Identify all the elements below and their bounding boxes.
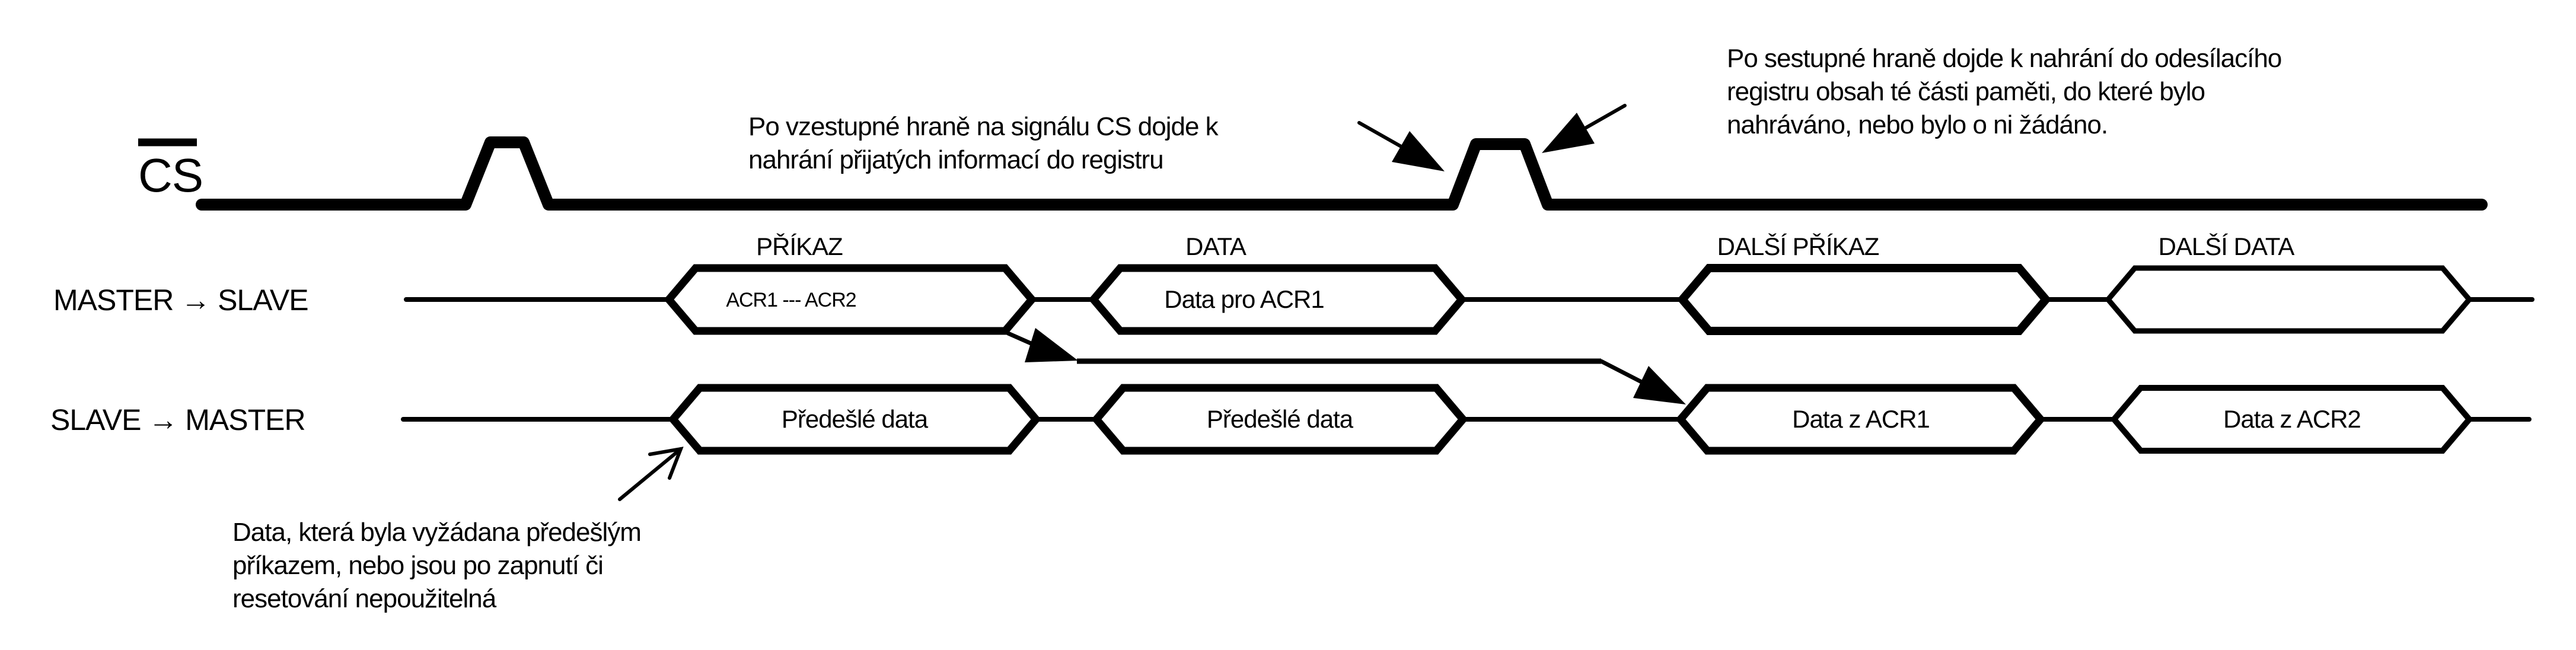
annotation-line: Po sestupné hraně dojde k nahrání do ode… <box>1727 44 2281 73</box>
cs-waveform <box>196 136 2488 211</box>
slave-hex-value-3: Data z ACR1 <box>1792 405 1930 433</box>
annotation-cs-falling: Po sestupné hraně dojde k nahrání do ode… <box>1727 44 2282 139</box>
command-to-response-connector <box>1006 328 1686 404</box>
arrowhead-icon <box>1542 113 1595 153</box>
slave-hex-value-2: Předešlé data <box>1207 405 1354 433</box>
master-hex-value-2: Data pro ACR1 <box>1164 285 1324 313</box>
connector-end-arrowhead-icon <box>1633 366 1686 404</box>
annotation-previous-data-arrow <box>618 447 684 501</box>
slave-hex-value-4: Data z ACR2 <box>2223 405 2361 433</box>
segment-title-prikaz: PŘÍKAZ <box>756 232 843 260</box>
annotation-cs-rising-arrow <box>1357 121 1445 171</box>
slave-hex-data-z-acr1 <box>1675 384 2046 455</box>
annotation-cs-falling-arrow <box>1542 104 1627 153</box>
master-hex-data <box>1088 264 1467 335</box>
segment-title-dalsi-prikaz: DALŠÍ PŘÍKAZ <box>1717 232 1879 260</box>
master-hex-dalsi-data <box>2105 265 2473 334</box>
slave-hex-value-1: Předešlé data <box>782 405 929 433</box>
annotation-line: nahráváno, nebo bylo o ni žádáno. <box>1727 110 2108 139</box>
arrowhead-icon <box>1392 131 1445 171</box>
cs-signal-label: CS <box>138 149 203 202</box>
arrow-shaft <box>618 447 683 501</box>
arrow-shaft <box>1357 121 1406 150</box>
slave-to-master-label: SLAVE → MASTER <box>50 403 305 436</box>
connector-diagonal <box>1599 359 1646 385</box>
annotation-line: příkazem, nebo jsou po zapnutí či <box>232 551 603 580</box>
slave-hex-data-z-acr2 <box>2110 385 2473 454</box>
master-hex-prikaz <box>664 264 1037 335</box>
open-arrowhead-icon <box>648 447 684 480</box>
segment-title-data: DATA <box>1185 232 1246 260</box>
annotation-line: nahrání přijatých informací do registru <box>748 145 1163 174</box>
segment-title-dalsi-data: DALŠÍ DATA <box>2159 232 2295 260</box>
slave-hex-predesle-1 <box>668 384 1041 455</box>
master-hex-value-1: ACR1 --- ACR2 <box>726 289 856 311</box>
slave-hex-predesle-2 <box>1091 384 1468 455</box>
arrow-shaft <box>1580 104 1627 132</box>
annotation-line: Po vzestupné hraně na signálu CS dojde k <box>748 112 1219 141</box>
connector-mid-arrowhead-icon <box>1025 328 1078 362</box>
annotation-line: Data, která byla vyžádana předešlým <box>232 518 641 547</box>
annotation-previous-data: Data, která byla vyžádana předešlým přík… <box>232 518 642 613</box>
annotation-cs-rising: Po vzestupné hraně na signálu CS dojde k… <box>748 112 1220 174</box>
annotation-line: registru obsah té části paměti, do které… <box>1727 77 2205 106</box>
annotation-line: resetování nepoužitelná <box>232 584 497 613</box>
master-hex-dalsi-prikaz <box>1676 264 2052 335</box>
master-to-slave-label: MASTER → SLAVE <box>53 283 308 317</box>
